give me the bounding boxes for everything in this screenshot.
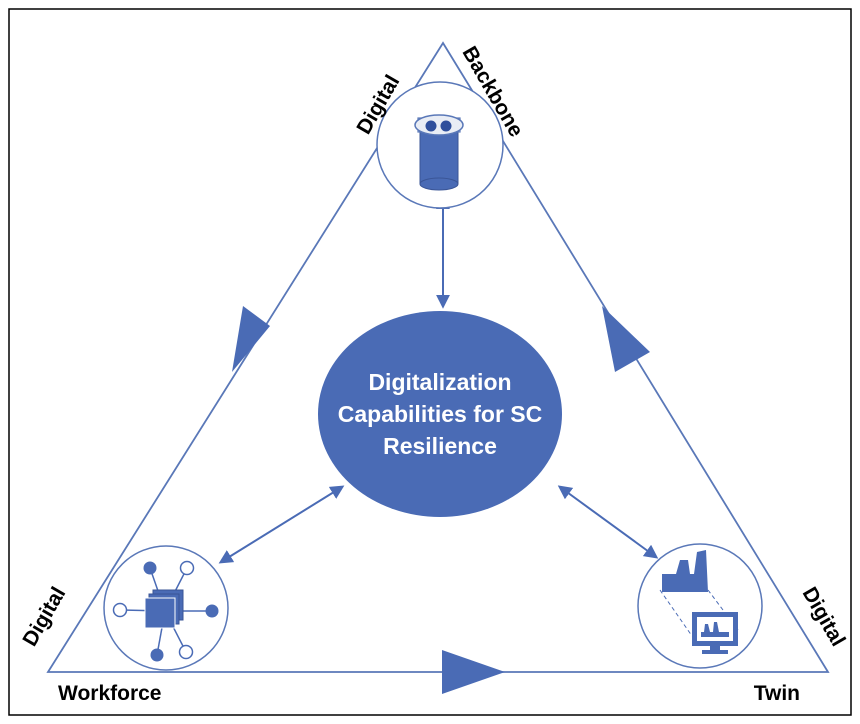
database-icon bbox=[414, 114, 464, 191]
database-node bbox=[376, 81, 504, 209]
connector-bottom-right bbox=[557, 485, 659, 559]
center-ellipse bbox=[318, 311, 562, 517]
bottom-side-flow-arrow bbox=[442, 650, 505, 694]
connector-bottom-left bbox=[218, 485, 345, 564]
label-digital-bottom-right: Digital bbox=[798, 583, 850, 650]
right-side-flow-arrow bbox=[602, 306, 650, 372]
center-title-line-1: Digitalization bbox=[368, 369, 511, 395]
center-title-line-2: Capabilities for SC bbox=[338, 401, 542, 427]
network-icon bbox=[112, 560, 219, 662]
label-twin: Twin bbox=[754, 682, 800, 705]
label-digital-bottom-left: Digital bbox=[18, 583, 70, 650]
center-title-line-3: Resilience bbox=[383, 433, 497, 459]
label-workforce: Workforce bbox=[58, 682, 161, 705]
network-node bbox=[103, 545, 229, 671]
factory-monitor-icon bbox=[659, 550, 739, 654]
outer-frame bbox=[8, 8, 852, 716]
digital-twin-node bbox=[637, 543, 763, 669]
left-side-flow-arrow bbox=[232, 306, 270, 372]
